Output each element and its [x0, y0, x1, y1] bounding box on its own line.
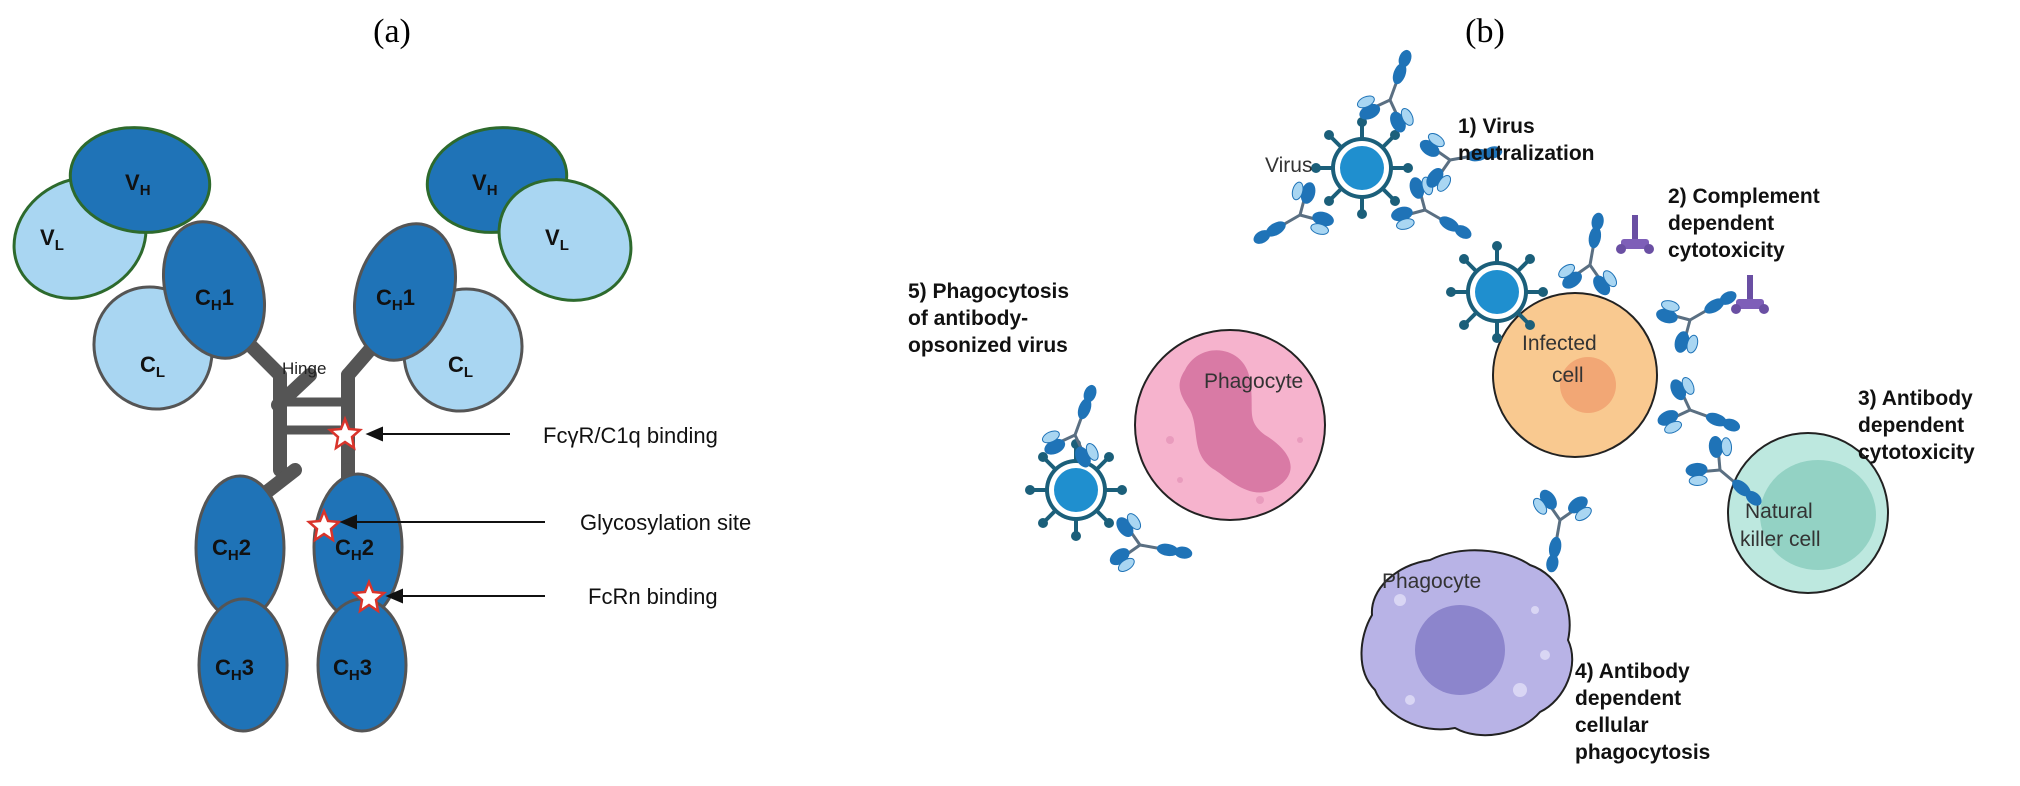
ch1-domain-left: [161, 220, 267, 360]
antibody-structure: VH VL CH1 CL VH VL CH1 CL CH2 CH2 CH3 CH…: [12, 126, 633, 733]
infected-cell: [1492, 292, 1658, 458]
panel-b-label: (b): [1465, 13, 1505, 50]
nk-cell-label-2: killer cell: [1740, 528, 1821, 551]
vh-label-right: VH: [472, 170, 498, 199]
vl-label-right: VL: [545, 225, 569, 254]
phagocyte-label-bottom: Phagocyte: [1382, 570, 1481, 593]
nk-cell-label-1: Natural: [1745, 500, 1813, 523]
virus-icon-infected: [1444, 239, 1550, 345]
vh-label-left: VH: [125, 170, 151, 199]
mechanism-3-label: 3) Antibody dependent cytotoxicity: [1858, 387, 1979, 464]
infected-cell-label-2: cell: [1552, 364, 1584, 387]
ch1-domain-right: [352, 222, 458, 362]
hinge-label: Hinge: [282, 359, 326, 378]
glycosylation-star-icon: [305, 507, 343, 543]
mechanism-1-label: 1) Virus neutralization: [1458, 115, 1595, 165]
mechanism-2-label: 2) Complement dependent cytotoxicity: [1668, 185, 1826, 262]
ch1-label-left: CH1: [195, 285, 234, 314]
glycosylation-label: Glycosylation site: [580, 510, 751, 535]
mechanism-5-label: 5) Phagocytosis of antibody- opsonized v…: [908, 280, 1075, 357]
vl-domain-right: [497, 178, 633, 302]
virus-icon-top: [1309, 115, 1415, 221]
antibody-icons: [1033, 37, 1783, 588]
ch2-label-right: CH2: [335, 535, 374, 564]
cl-label-right: CL: [448, 352, 473, 381]
infected-cell-label-1: Infected: [1522, 332, 1597, 355]
vh-domain-left: [68, 126, 212, 234]
fcrn-binding-label: FcRn binding: [588, 584, 718, 609]
ch1-label-right: CH1: [376, 285, 415, 314]
complement-icon-1: [1616, 215, 1654, 254]
fcr-binding-label: FcγR/C1q binding: [543, 423, 718, 448]
vl-label-left: VL: [40, 225, 64, 254]
complement-icon-2: [1731, 275, 1769, 314]
phagocyte-cell-4: [1360, 549, 1574, 737]
phagocyte-cell-5: [1134, 329, 1326, 521]
fcr-binding-star-icon: [326, 415, 364, 451]
natural-killer-cell: [1727, 432, 1889, 594]
cl-label-left: CL: [140, 352, 165, 381]
ch3-label-right: CH3: [333, 655, 372, 684]
ch3-label-left: CH3: [215, 655, 254, 684]
panel-a-label: (a): [373, 13, 411, 50]
fcrn-binding-star-icon: [350, 578, 388, 614]
phagocyte-label-top: Phagocyte: [1204, 370, 1303, 393]
virus-label: Virus: [1265, 154, 1312, 177]
ch2-label-left: CH2: [212, 535, 251, 564]
ch3-domain-left: [197, 597, 289, 733]
mechanism-4-label: 4) Antibody dependent cellular phagocyto…: [1575, 660, 1710, 764]
